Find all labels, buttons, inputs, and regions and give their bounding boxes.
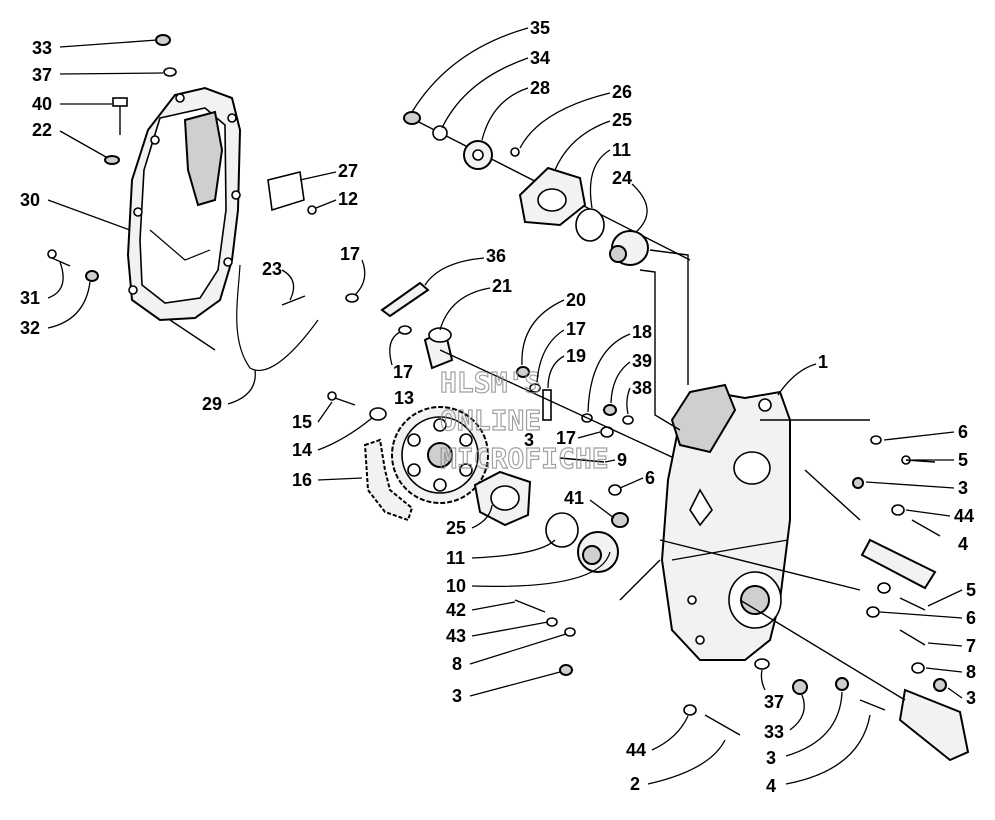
callout-16: 16 bbox=[292, 470, 312, 490]
callout-7: 7 bbox=[966, 636, 976, 656]
callout-36: 36 bbox=[486, 246, 506, 266]
callout-3: 3 bbox=[524, 430, 534, 450]
callout-25: 25 bbox=[612, 110, 632, 130]
callout-26: 26 bbox=[612, 82, 632, 102]
chain-case-cover bbox=[126, 86, 242, 322]
callout-17: 17 bbox=[393, 362, 413, 382]
callout-3: 3 bbox=[452, 686, 462, 706]
callout-37: 37 bbox=[764, 692, 784, 712]
callout-3: 3 bbox=[958, 478, 968, 498]
callout-19: 19 bbox=[566, 346, 586, 366]
callout-29: 29 bbox=[202, 394, 222, 414]
watermark-line-1: HLSM'S bbox=[440, 366, 541, 399]
callout-20: 20 bbox=[566, 290, 586, 310]
callouts: 33 37 40 22 30 31 32 27 12 23 29 17 36 2… bbox=[20, 18, 976, 796]
driven-sprocket bbox=[391, 406, 489, 504]
callout-24: 24 bbox=[612, 168, 632, 188]
watermark: HLSM'S ONLINE MICROFICHE bbox=[439, 365, 609, 475]
callout-17: 17 bbox=[340, 244, 360, 264]
callout-39: 39 bbox=[632, 351, 652, 371]
sprocket-bolt-and-chain bbox=[327, 391, 414, 522]
callout-5: 5 bbox=[966, 580, 976, 600]
callout-44: 44 bbox=[954, 506, 974, 526]
callout-33: 33 bbox=[32, 38, 52, 58]
callout-37: 37 bbox=[32, 65, 52, 85]
lower-bearing-assembly bbox=[473, 457, 629, 573]
watermark-line-2: ONLINE bbox=[440, 404, 541, 437]
tensioner-adjuster bbox=[345, 281, 454, 370]
callout-27: 27 bbox=[338, 161, 358, 181]
callout-6: 6 bbox=[958, 422, 968, 442]
callout-3: 3 bbox=[966, 688, 976, 708]
callout-30: 30 bbox=[20, 190, 40, 210]
callout-3: 3 bbox=[766, 748, 776, 768]
callout-33: 33 bbox=[764, 722, 784, 742]
callout-21: 21 bbox=[492, 276, 512, 296]
callout-15: 15 bbox=[292, 412, 312, 432]
callout-6: 6 bbox=[966, 608, 976, 628]
callout-22: 22 bbox=[32, 120, 52, 140]
callout-17: 17 bbox=[566, 319, 586, 339]
callout-12: 12 bbox=[338, 189, 358, 209]
callout-2: 2 bbox=[630, 774, 640, 794]
callout-8: 8 bbox=[966, 662, 976, 682]
callout-10: 10 bbox=[446, 576, 466, 596]
cover-fasteners bbox=[104, 34, 177, 165]
callout-6: 6 bbox=[645, 468, 655, 488]
callout-42: 42 bbox=[446, 600, 466, 620]
gear-case-housing bbox=[660, 383, 791, 661]
callout-11: 11 bbox=[612, 140, 631, 160]
callout-4: 4 bbox=[766, 776, 776, 796]
upper-shaft-assembly bbox=[403, 111, 691, 266]
callout-44: 44 bbox=[626, 740, 646, 760]
callout-1: 1 bbox=[818, 352, 828, 372]
assembly-axis-lines bbox=[169, 249, 870, 601]
callout-43: 43 bbox=[446, 626, 466, 646]
callout-23: 23 bbox=[262, 259, 282, 279]
cover-bolt-washer bbox=[47, 249, 99, 282]
callout-38: 38 bbox=[632, 378, 652, 398]
callout-41: 41 bbox=[564, 488, 584, 508]
callout-14: 14 bbox=[292, 440, 312, 460]
callout-40: 40 bbox=[32, 94, 52, 114]
callout-18: 18 bbox=[632, 322, 652, 342]
callout-31: 31 bbox=[20, 288, 40, 308]
callout-5: 5 bbox=[958, 450, 968, 470]
callout-17: 17 bbox=[556, 428, 576, 448]
callout-35: 35 bbox=[530, 18, 550, 38]
inspection-plate bbox=[267, 171, 317, 215]
output-shafts bbox=[739, 538, 970, 762]
callout-32: 32 bbox=[20, 318, 40, 338]
chain-tensioner-rod bbox=[236, 264, 319, 371]
callout-34: 34 bbox=[530, 48, 550, 68]
callout-13: 13 bbox=[394, 388, 414, 408]
callout-4: 4 bbox=[958, 534, 968, 554]
middle-hardware bbox=[439, 349, 701, 471]
case-fasteners bbox=[514, 435, 947, 736]
callout-8: 8 bbox=[452, 654, 462, 674]
callout-28: 28 bbox=[530, 78, 550, 98]
callout-9: 9 bbox=[617, 450, 627, 470]
watermark-line-3: MICROFICHE bbox=[440, 442, 609, 475]
callout-11: 11 bbox=[446, 548, 465, 568]
callout-25: 25 bbox=[446, 518, 466, 538]
